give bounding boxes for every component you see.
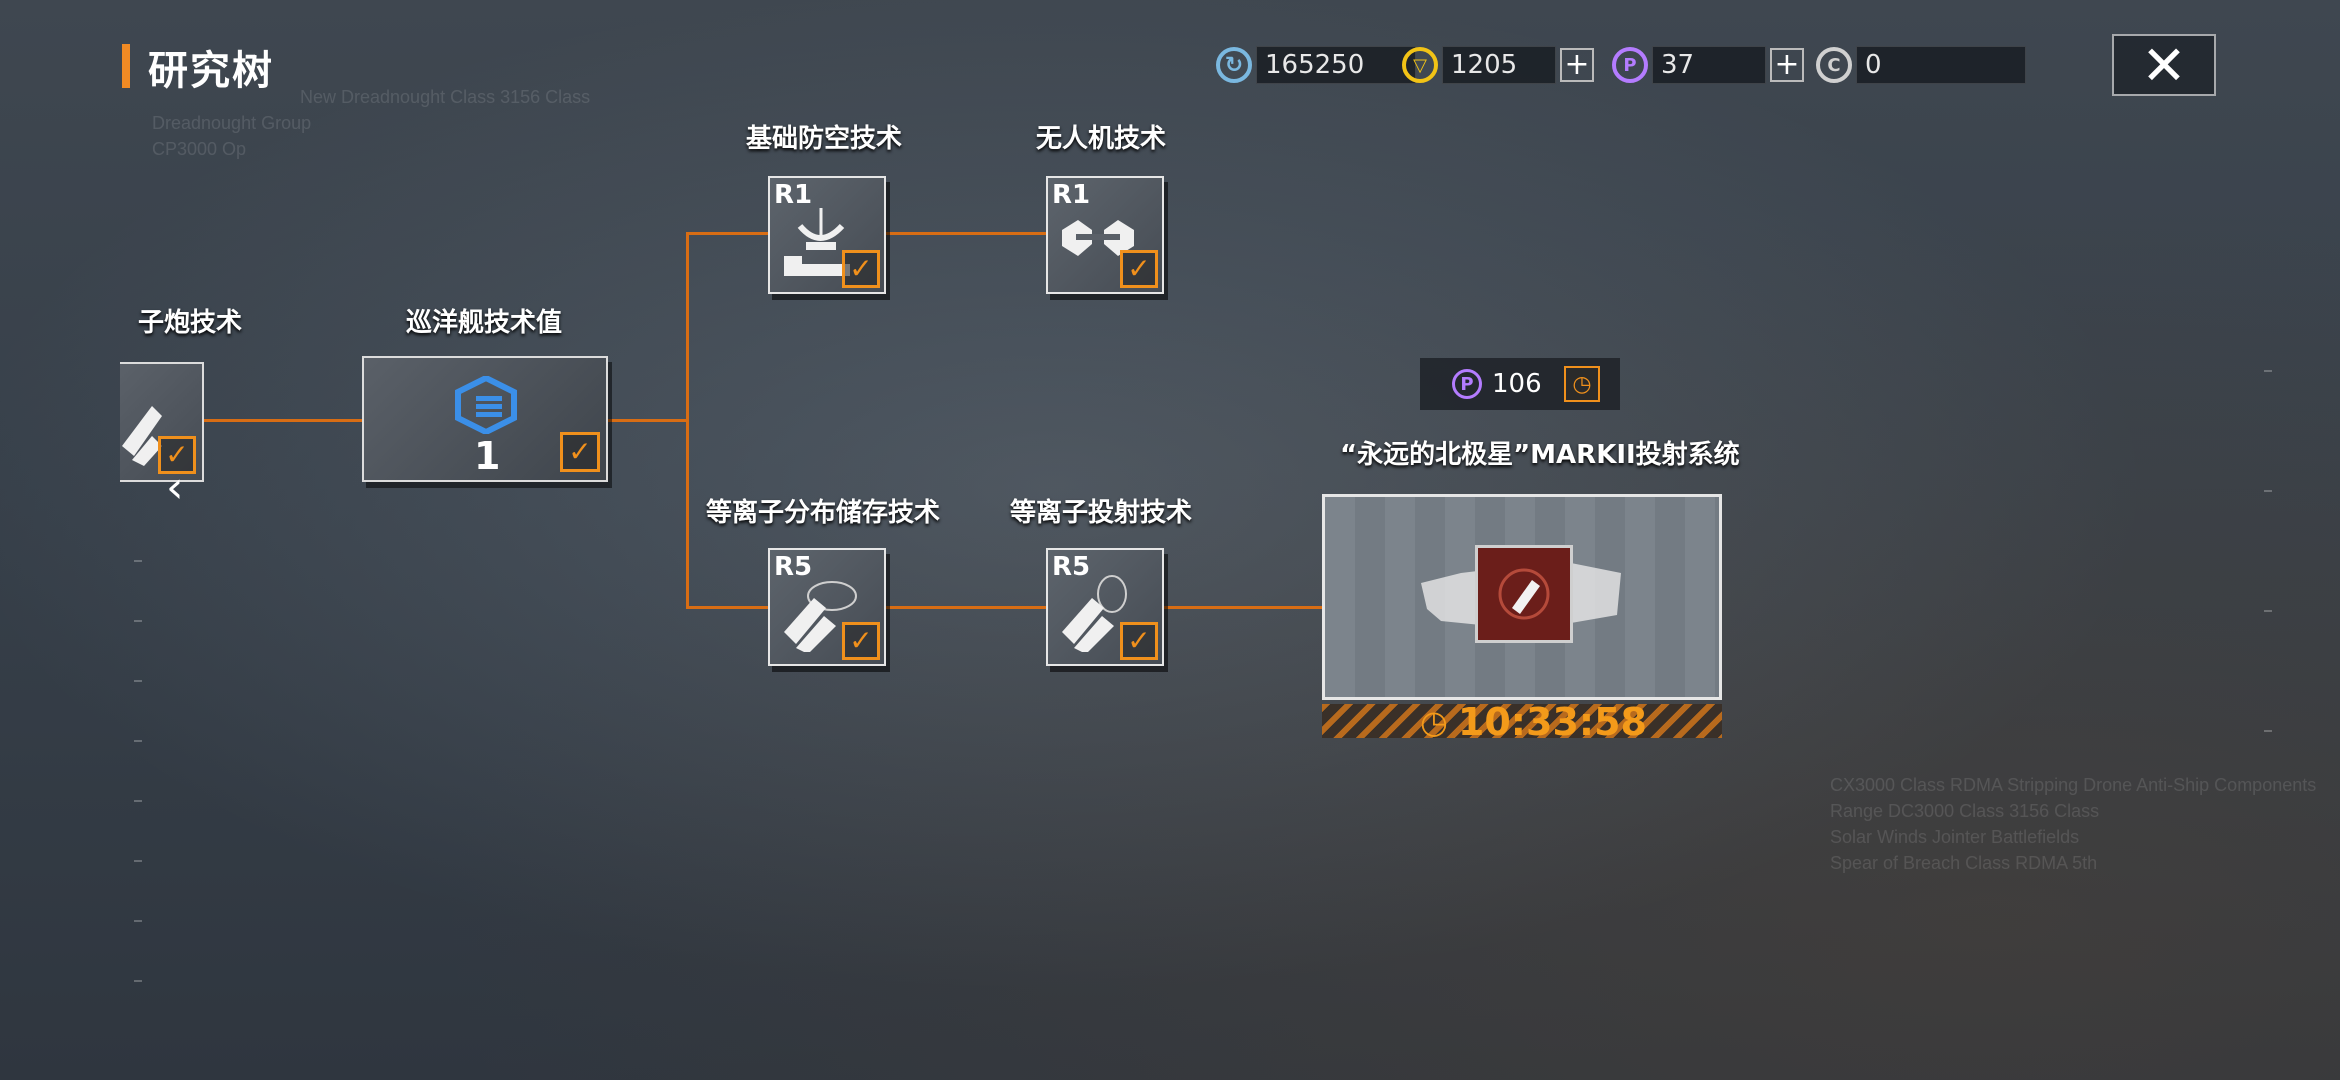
radar-dish-icon: [784, 208, 850, 276]
connector-storage-proj: [886, 606, 1046, 609]
close-button[interactable]: ✕: [2112, 33, 2216, 97]
missile-icon: [1475, 545, 1573, 643]
credits-value: 165250: [1256, 46, 1416, 84]
timer-value: 10:33:58: [1457, 700, 1647, 744]
ghost-text-7: Spear of Breach Class RDMA 5th: [1830, 853, 2098, 873]
completed-check-icon: ✓: [842, 250, 880, 288]
purple-value: 37: [1652, 46, 1766, 84]
connector-proj-final: [1164, 606, 1324, 609]
ghost-text-5: Range DC3000 Class 3156 Class: [1830, 801, 2100, 821]
page-title: 研究树: [148, 48, 274, 94]
clock-icon: ◷: [1420, 703, 1448, 741]
rank-badge: R1: [1052, 180, 1091, 210]
connector-branch-bottom: [686, 606, 768, 609]
connector-aa-drone: [886, 232, 1046, 235]
speed-up-clock-icon[interactable]: ◷: [1564, 366, 1600, 402]
resource-gold: ▽ 1205 +: [1402, 46, 1594, 84]
research-cost-badge: P 106 ◷: [1420, 358, 1620, 410]
drone-icon: [1062, 220, 1134, 256]
node-cruiser-label: 巡洋舰技术值: [406, 308, 563, 338]
completed-check-icon: ✓: [560, 432, 600, 472]
node-plasma-storage-label: 等离子分布储存技术: [706, 498, 941, 528]
rank-badge: R5: [774, 552, 813, 582]
completed-check-icon: ✓: [842, 622, 880, 660]
purple-p-icon: P: [1452, 369, 1482, 399]
rank-badge: R1: [774, 180, 813, 210]
timer-stripe: [1322, 704, 1722, 738]
title-accent-bar: [122, 44, 130, 88]
node-drone[interactable]: R1 ✓: [1046, 176, 1164, 294]
ghost-text-6: Solar Winds Jointer Battlefields: [1830, 827, 2080, 847]
plasma-cannon-icon: [784, 581, 857, 652]
gray-c-icon: C: [1816, 47, 1852, 83]
ghost-text-4: CX3000 Class RDMA Stripping Drone Anti-S…: [1830, 775, 2317, 795]
plasma-projector-icon: [1062, 575, 1127, 652]
ghost-text-3: CP3000 Op: [152, 139, 247, 159]
cannon-tech-icon: [122, 406, 162, 466]
ghost-text-1: New Dreadnought Class 3156 Class: [300, 87, 591, 107]
gold-triangle-icon: ▽: [1402, 47, 1438, 83]
purple-p-icon: P: [1612, 47, 1648, 83]
add-purple-button[interactable]: +: [1770, 48, 1804, 82]
resource-purple: P 37 +: [1612, 46, 1804, 84]
node-drone-label: 无人机技术: [1036, 124, 1167, 154]
gold-value: 1205: [1442, 46, 1556, 84]
resource-gray: C 0: [1816, 46, 2026, 84]
refresh-coin-icon: ↻: [1216, 47, 1252, 83]
gray-value: 0: [1856, 46, 2026, 84]
node-plasma-storage[interactable]: R5 ✓: [768, 548, 886, 666]
node-final-label: “永远的北极星”MARKII投射系统: [1340, 440, 1740, 470]
connector-branch-vertical: [686, 232, 689, 608]
connector-branch-top: [686, 232, 768, 235]
cruiser-tech-value: 1: [474, 434, 501, 478]
close-icon: ✕: [2141, 33, 2187, 97]
scroll-left-arrow[interactable]: ‹: [166, 462, 184, 513]
node-aa-label: 基础防空技术: [746, 124, 903, 154]
completed-check-icon: ✓: [1120, 622, 1158, 660]
cruiser-tech-icon: [455, 376, 517, 434]
node-final[interactable]: [1322, 494, 1722, 700]
node-left-label: 子炮技术: [138, 308, 243, 338]
node-cruiser[interactable]: 1 ✓: [362, 356, 608, 482]
completed-check-icon: ✓: [158, 436, 196, 474]
node-plasma-proj-label: 等离子投射技术: [1010, 498, 1193, 528]
node-aa[interactable]: R1 ✓: [768, 176, 886, 294]
research-timer: ◷ 10:33:58: [1420, 700, 1647, 744]
node-left[interactable]: ✓: [120, 362, 204, 482]
ghost-text-2: Dreadnought Group: [152, 113, 312, 133]
completed-check-icon: ✓: [1120, 250, 1158, 288]
connector-left-cruiser: [204, 419, 364, 422]
resource-credits: ↻ 165250: [1216, 46, 1416, 84]
rank-badge: R5: [1052, 552, 1091, 582]
research-cost-value: 106: [1492, 369, 1542, 399]
add-gold-button[interactable]: +: [1560, 48, 1594, 82]
node-plasma-proj[interactable]: R5 ✓: [1046, 548, 1164, 666]
connector-cruiser-branch: [606, 419, 688, 422]
